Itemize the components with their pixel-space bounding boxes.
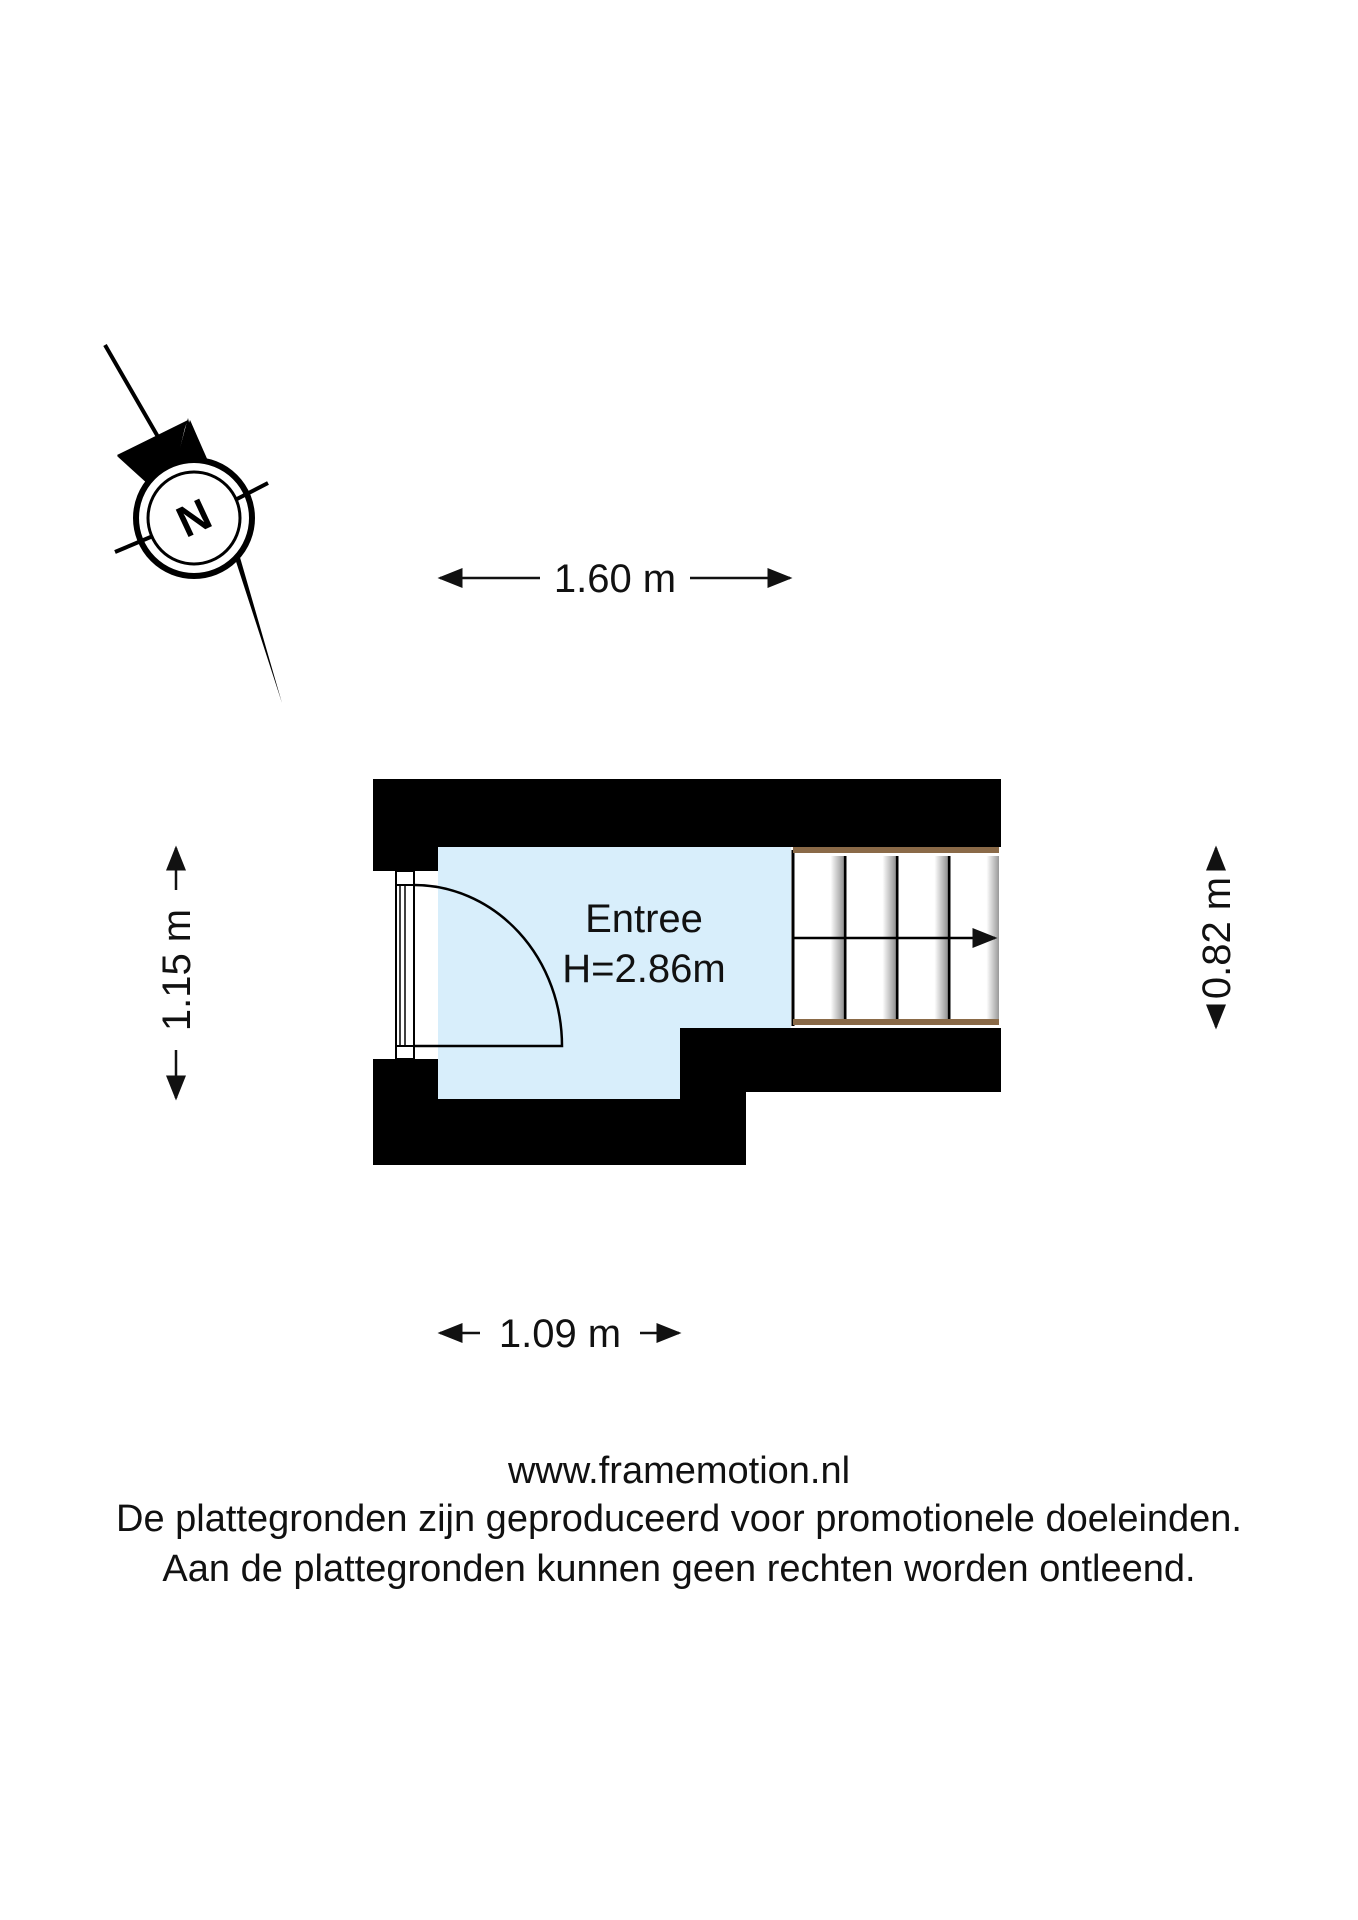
entrance-door	[395, 870, 564, 1060]
dimension-bottom: 1.09 m	[437, 1312, 682, 1356]
dimension-right: 0.82 m	[1195, 845, 1239, 1030]
dimension-left-label: 1.15 m	[155, 909, 199, 1031]
walls	[373, 779, 1001, 1165]
footer-disclaimer-line2: Aan de plattegronden kunnen geen rechten…	[162, 1548, 1196, 1590]
dimension-bottom-label: 1.09 m	[499, 1312, 621, 1356]
compass-north-icon: N	[103, 344, 282, 703]
room-name: Entree	[585, 897, 703, 941]
footer-website: www.framemotion.nl	[507, 1450, 851, 1492]
staircase	[791, 847, 1001, 1028]
footer-disclaimer-line1: De plattegronden zijn geproduceerd voor …	[116, 1498, 1242, 1540]
room-floor	[438, 847, 791, 1099]
room-height: H=2.86m	[562, 947, 725, 991]
dimension-left: 1.15 m	[155, 845, 199, 1101]
dimension-top: 1.60 m	[437, 557, 793, 601]
dimension-right-label: 0.82 m	[1195, 877, 1239, 999]
dimension-top-label: 1.60 m	[554, 557, 676, 601]
